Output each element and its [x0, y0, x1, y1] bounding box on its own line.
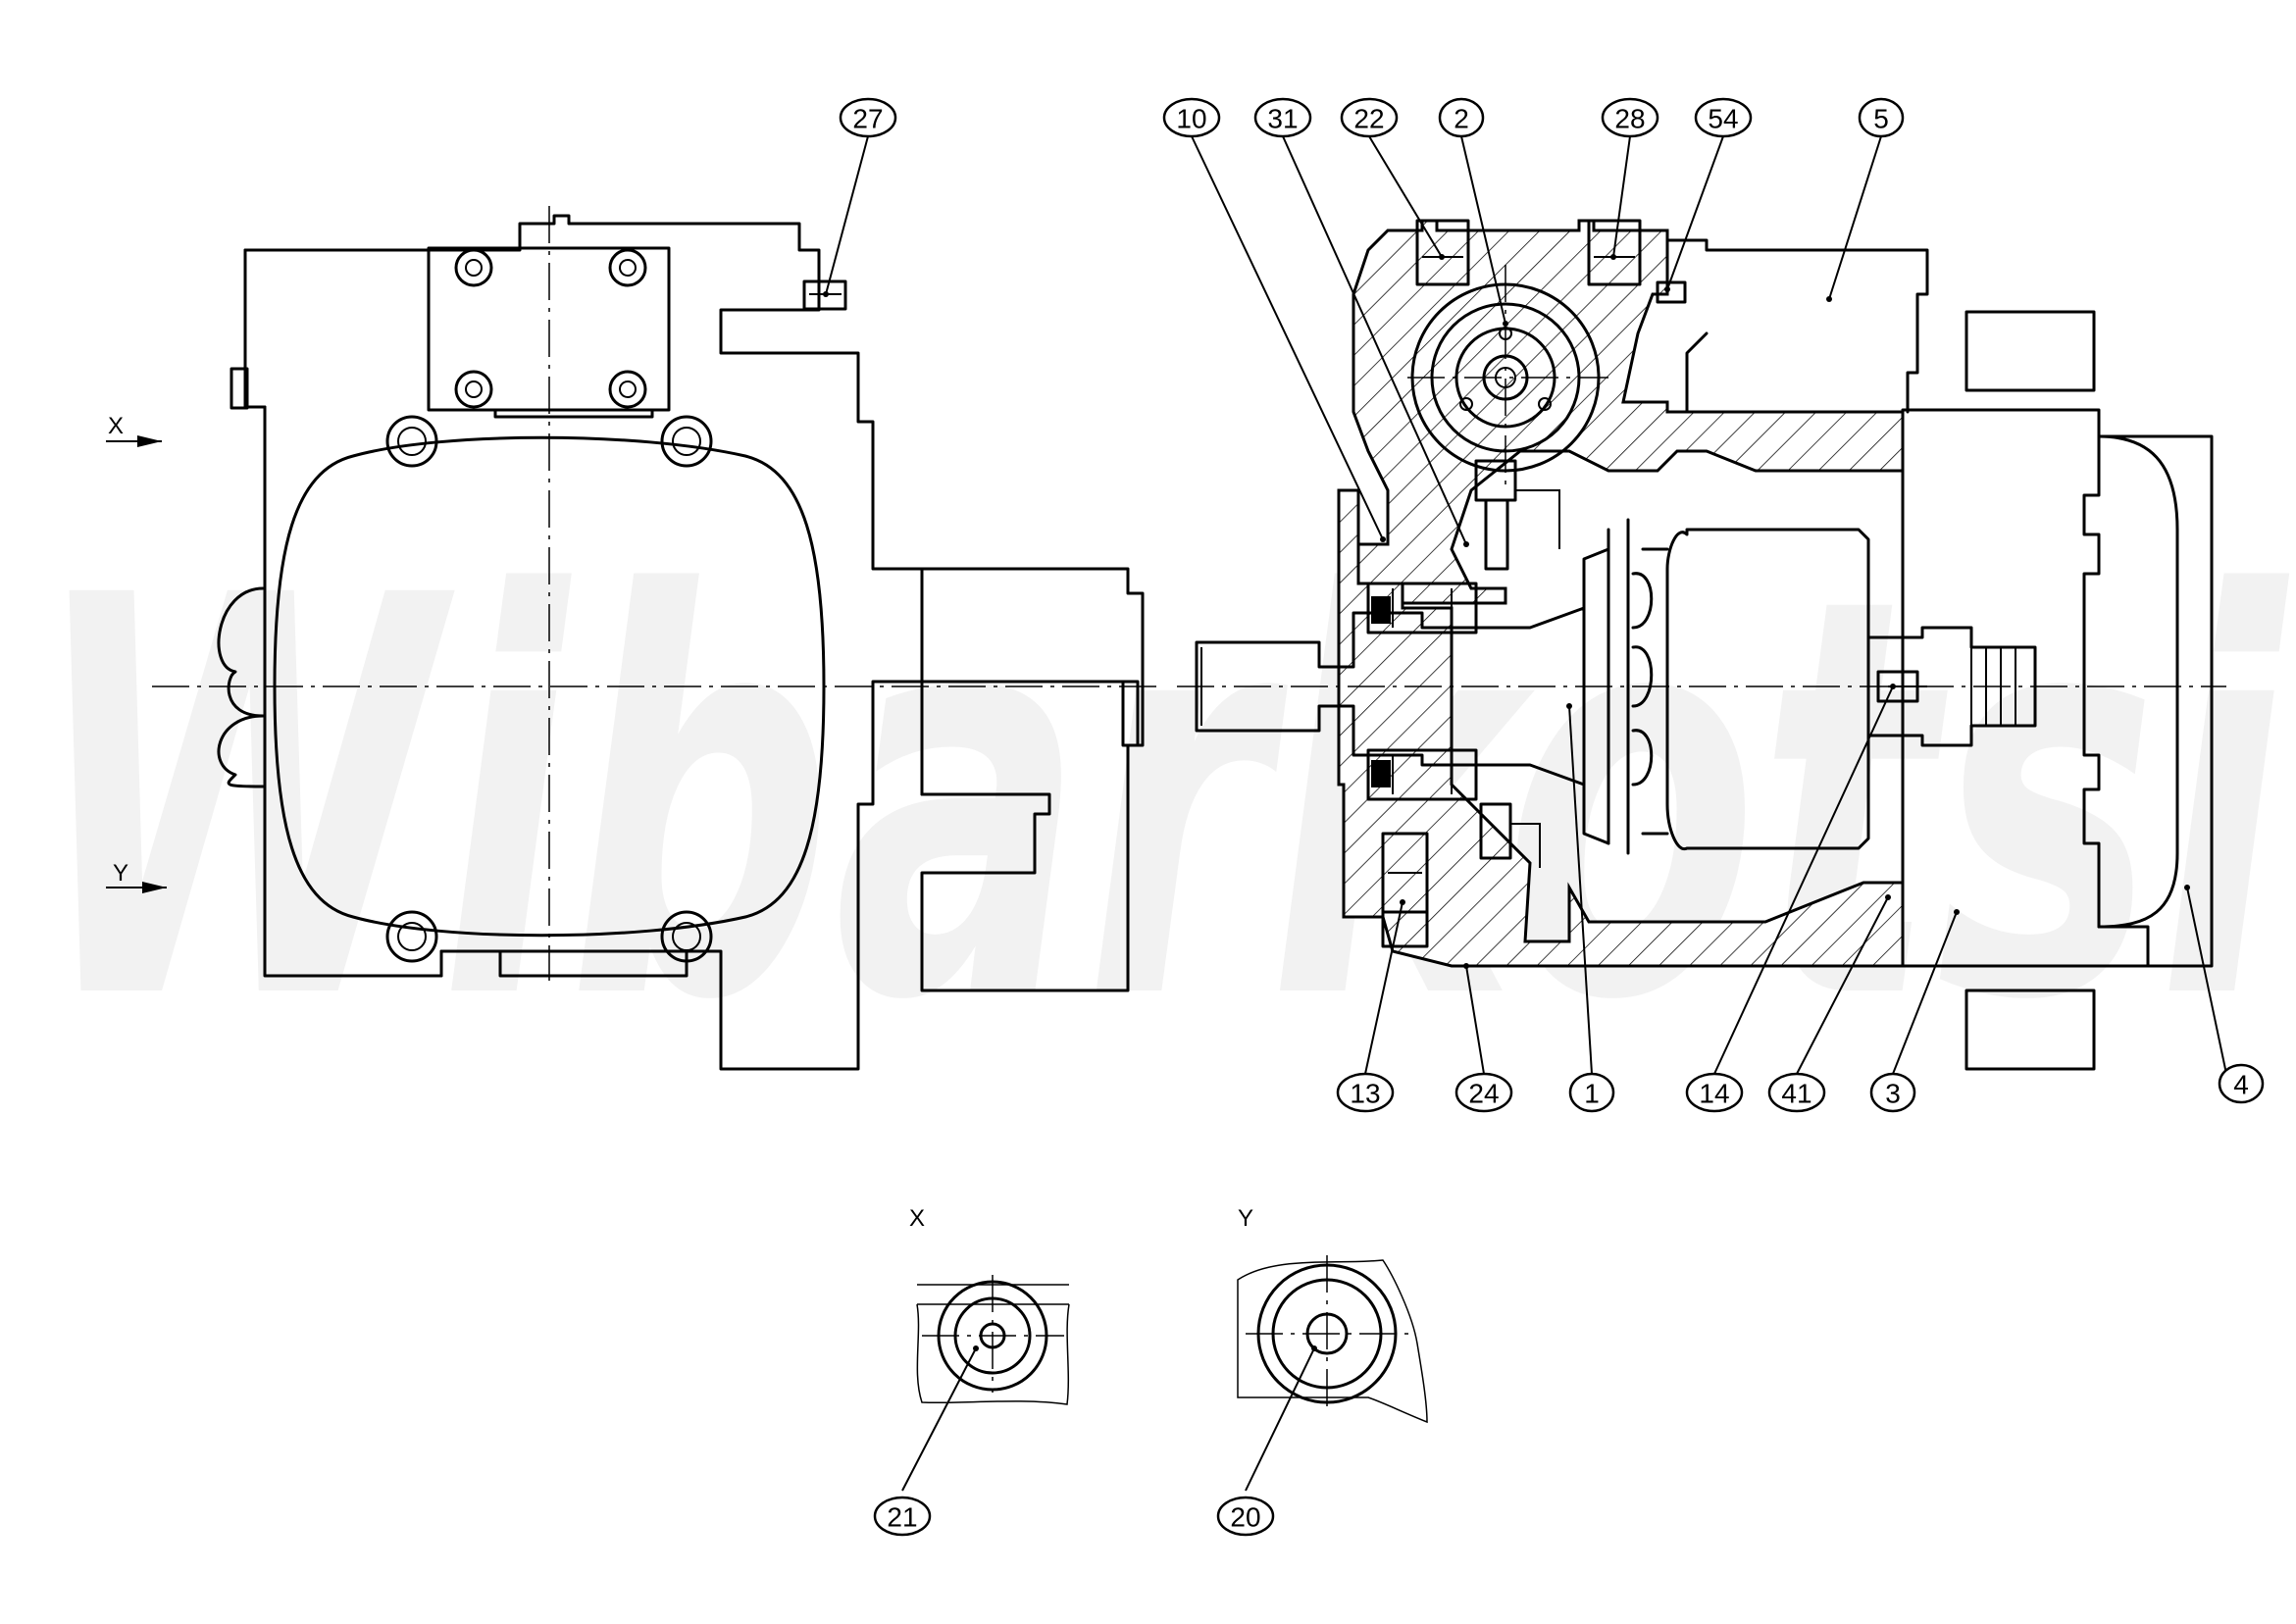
balloon-24: 24 — [1454, 1072, 1513, 1113]
balloon-54: 54 — [1694, 97, 1753, 138]
balloon-13: 13 — [1336, 1072, 1395, 1113]
balloon-28: 28 — [1601, 97, 1659, 138]
svg-text:54: 54 — [1708, 104, 1738, 134]
svg-text:5: 5 — [1873, 104, 1889, 134]
detail-y-title: Y — [1238, 1205, 1253, 1232]
balloon-1: 1 — [1568, 1072, 1615, 1113]
front-view: X Y — [106, 206, 1162, 1071]
svg-text:31: 31 — [1267, 104, 1298, 134]
svg-text:27: 27 — [852, 104, 883, 134]
svg-text:2: 2 — [1454, 104, 1469, 134]
balloon-14: 14 — [1685, 1072, 1744, 1113]
y-view-label: Y — [113, 860, 128, 887]
svg-text:20: 20 — [1230, 1502, 1260, 1533]
balloon-22: 22 — [1340, 97, 1399, 138]
svg-text:41: 41 — [1781, 1079, 1811, 1109]
balloon-5: 5 — [1858, 97, 1905, 138]
balloon-4: 4 — [2218, 1063, 2265, 1104]
svg-text:21: 21 — [887, 1502, 917, 1533]
balloon-31: 31 — [1253, 97, 1312, 138]
svg-text:1: 1 — [1584, 1079, 1600, 1109]
balloon-3: 3 — [1869, 1072, 1916, 1113]
detail-view-x: X — [909, 1205, 1070, 1405]
balloon-41: 41 — [1767, 1072, 1826, 1113]
svg-text:14: 14 — [1699, 1079, 1729, 1109]
leader-lines — [823, 135, 2227, 1492]
watermark-text: Wibarkotsi — [29, 482, 2291, 1121]
svg-text:10: 10 — [1176, 104, 1206, 134]
svg-text:13: 13 — [1350, 1079, 1380, 1109]
balloon-20: 20 — [1216, 1496, 1275, 1537]
balloon-2: 2 — [1438, 97, 1485, 138]
section-view — [1177, 219, 2226, 1071]
x-view-label: X — [108, 413, 124, 439]
svg-text:28: 28 — [1614, 104, 1645, 134]
balloon-21: 21 — [873, 1496, 932, 1537]
svg-text:4: 4 — [2233, 1070, 2249, 1100]
svg-text:3: 3 — [1885, 1079, 1901, 1109]
svg-text:22: 22 — [1353, 104, 1384, 134]
balloon-27: 27 — [839, 97, 897, 138]
balloon-10: 10 — [1162, 97, 1221, 138]
svg-text:24: 24 — [1468, 1079, 1499, 1109]
detail-x-title: X — [909, 1205, 925, 1232]
detail-view-y: Y — [1237, 1205, 1428, 1424]
